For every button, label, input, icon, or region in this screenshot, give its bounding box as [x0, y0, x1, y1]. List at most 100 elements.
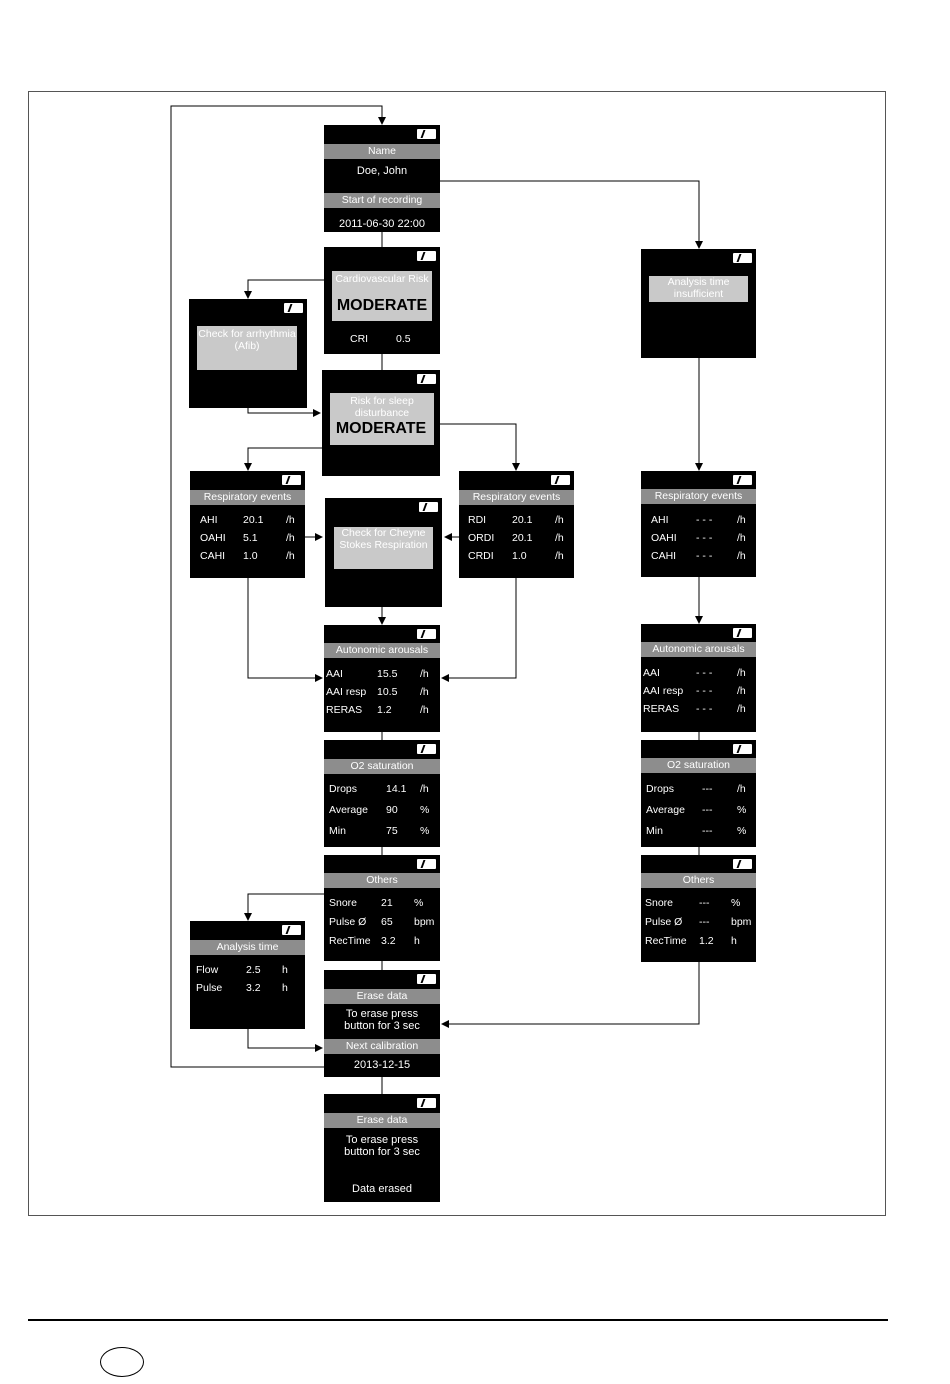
metric-value: 20.1	[512, 532, 533, 544]
sleep-title: Risk for sleep disturbance	[350, 395, 414, 419]
erase2-line1: To erase press	[345, 1134, 419, 1146]
metric-unit: %	[414, 897, 424, 909]
metric-unit: /h	[737, 514, 746, 526]
metric-unit: /h	[737, 703, 746, 715]
metric-label: Pulse	[196, 982, 223, 994]
battery-icon	[282, 925, 301, 935]
metric-value: 5.1	[243, 532, 258, 544]
metric-row: Pulse Ø --- bpm	[641, 916, 756, 930]
battery-icon	[417, 859, 436, 869]
battery-icon	[417, 129, 436, 139]
metric-unit: h	[731, 935, 737, 947]
metric-value: 14.1	[386, 783, 407, 795]
insufficient-text: Analysis time insufficient	[649, 276, 748, 302]
erase2-line2: button for 3 sec	[344, 1146, 420, 1158]
metric-unit: bpm	[731, 916, 752, 928]
battery-icon	[419, 502, 438, 512]
metric-value: 75	[386, 825, 398, 837]
metric-label: RERAS	[643, 703, 680, 715]
metric-label: Pulse Ø	[329, 916, 367, 928]
erase-line2: button for 3 sec	[344, 1020, 420, 1032]
metric-unit: %	[737, 804, 747, 816]
metric-unit: /h	[737, 783, 746, 795]
cardio-level: MODERATE	[336, 297, 428, 314]
metric-label: CAHI	[200, 550, 226, 562]
start-value: 2011-06-30 22:00	[338, 218, 426, 230]
battery-icon	[417, 251, 436, 261]
metric-row: Snore 21%	[324, 897, 440, 911]
metric-unit: %	[420, 804, 430, 816]
metric-unit: h	[414, 935, 420, 947]
name-header: Name	[324, 144, 440, 159]
metric-label: AAI resp	[643, 685, 684, 697]
page-oval	[100, 1347, 144, 1377]
metric-value: 1.0	[243, 550, 258, 562]
battery-icon	[417, 974, 436, 984]
metric-row: Pulse 3.2 h	[190, 982, 305, 996]
metric-unit: /h	[420, 686, 429, 698]
metric-label: RERAS	[326, 704, 363, 716]
metric-unit: /h	[286, 550, 295, 562]
cri-value: 0.5	[396, 333, 411, 345]
metric-label: Drops	[329, 783, 358, 795]
erase2-status: Data erased	[352, 1183, 412, 1195]
metric-label: AAI	[326, 668, 343, 680]
metric-value: 21	[381, 897, 393, 909]
sleep-level: MODERATE	[335, 420, 427, 437]
metric-row: CAHI- - -/h	[641, 550, 756, 564]
erase2-header: Erase data	[324, 1113, 440, 1128]
metric-unit: h	[282, 982, 288, 994]
resp-right-header: Respiratory events	[641, 489, 756, 504]
o2-right-header: O2 saturation	[641, 758, 756, 773]
metric-label: CRDI	[468, 550, 494, 562]
metric-label: Min	[646, 825, 663, 837]
metric-row: AAI resp- - -/h	[641, 685, 756, 699]
arrhythmia-text: Check for arrhythmia (Afib)	[197, 326, 297, 370]
metric-row: AHI- - -/h	[641, 514, 756, 528]
battery-icon	[551, 475, 570, 485]
metric-row: Min---%	[641, 825, 756, 839]
battery-icon	[733, 253, 752, 263]
screen-cardio-risk: Cardiovascular Risk MODERATE CRI 0.5	[324, 247, 440, 354]
metric-value: 2.5	[246, 964, 261, 976]
battery-icon	[284, 303, 303, 313]
metric-label: CAHI	[651, 550, 677, 562]
metric-value: 3.2	[246, 982, 261, 994]
metric-label: Flow	[196, 964, 219, 976]
metric-label: AAI	[643, 667, 660, 679]
metric-value: 20.1	[243, 514, 264, 526]
metric-row: Snore---%	[641, 897, 756, 911]
metric-value: ---	[702, 804, 713, 816]
metric-value: ---	[699, 916, 710, 928]
calibration-header: Next calibration	[324, 1039, 440, 1054]
metric-row: Average---%	[641, 804, 756, 818]
battery-icon	[282, 475, 301, 485]
metric-unit: /h	[420, 783, 429, 795]
metric-label: Pulse Ø	[645, 916, 683, 928]
metric-unit: h	[282, 964, 288, 976]
metric-unit: %	[737, 825, 747, 837]
start-header: Start of recording	[324, 193, 440, 208]
metric-row: AAI- - -/h	[641, 667, 756, 681]
resp-mid-header: Respiratory events	[459, 490, 574, 505]
metric-row: Drops---/h	[641, 783, 756, 797]
metric-value: 1.2	[377, 704, 392, 716]
erase-line1: To erase press	[345, 1008, 419, 1020]
metric-value: 65	[381, 916, 393, 928]
battery-icon	[733, 475, 752, 485]
metric-row: OAHI- - -/h	[641, 532, 756, 546]
metric-row: Drops 14.1/h	[324, 783, 440, 797]
metric-label: Snore	[329, 897, 358, 909]
o2-mid-header: O2 saturation	[324, 759, 440, 774]
metric-unit: /h	[555, 550, 564, 562]
